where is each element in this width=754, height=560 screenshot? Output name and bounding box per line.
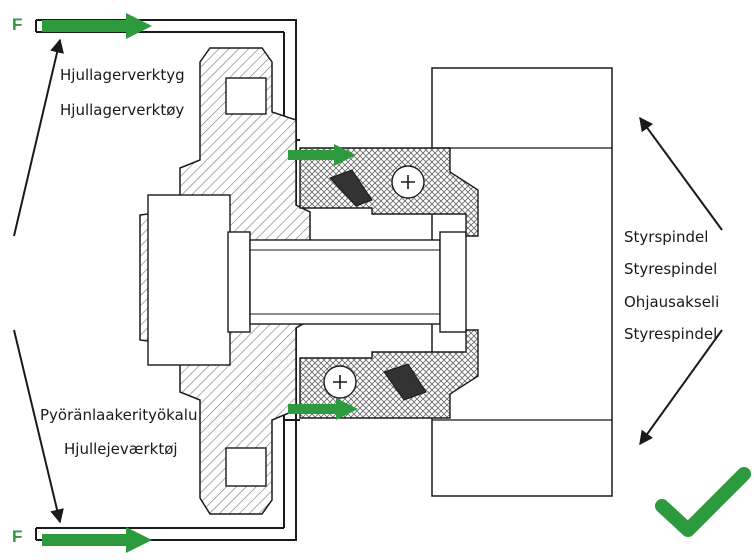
bearing-lower xyxy=(299,329,479,419)
wheel-hub xyxy=(139,47,311,515)
force-arrow-top xyxy=(42,13,152,39)
spindle-label-sv: Styrspindel xyxy=(624,228,709,246)
spindle-label-no: Styrespindel xyxy=(624,260,718,278)
force-arrow-bottom xyxy=(42,527,152,553)
force-arrow-bearing-lower xyxy=(288,398,358,420)
tool-label-da: Hjullejeværktøj xyxy=(64,440,178,458)
arrow-spindle-upper xyxy=(639,116,723,231)
arrow-tool-upper xyxy=(13,38,64,237)
force-label-top: F xyxy=(12,15,23,34)
hub-shaft xyxy=(227,231,467,333)
tool-label-no: Hjullagerverktøy xyxy=(60,101,185,119)
force-arrow-bearing-upper xyxy=(288,144,356,166)
check-icon xyxy=(655,467,751,537)
pointer-arrows xyxy=(13,38,723,524)
bearing-upper xyxy=(299,147,479,237)
tool-label-fi: Pyöränlaakerityökalu xyxy=(40,406,198,424)
arrow-spindle-lower xyxy=(639,329,723,446)
spindle-label-fi: Ohjausakseli xyxy=(624,293,720,311)
spindle-label-da: Styrespindel xyxy=(624,325,718,343)
force-label-bottom: F xyxy=(12,527,23,546)
tool-label-sv: Hjullagerverktyg xyxy=(60,66,185,84)
arrow-tool-lower xyxy=(13,329,64,524)
force-arrows xyxy=(42,13,358,553)
